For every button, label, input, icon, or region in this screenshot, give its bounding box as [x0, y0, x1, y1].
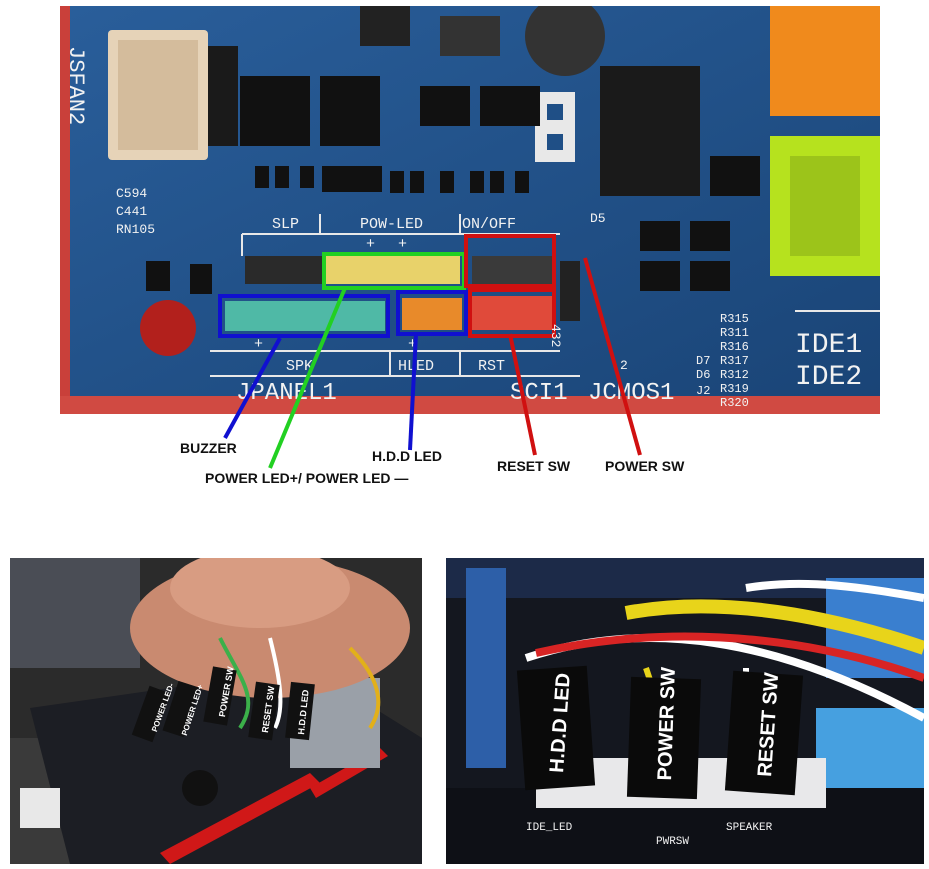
- ref-r317: R317: [720, 354, 749, 368]
- hand-connecting-art: [10, 558, 422, 864]
- buzzer-leader-line: [223, 337, 282, 439]
- power-sw-callout: POWER SW: [605, 458, 685, 474]
- ide2-label: IDE2: [795, 362, 863, 393]
- right-photo-silk-pwrsw: PWRSW: [656, 836, 690, 848]
- ref-r320: R320: [720, 396, 749, 410]
- ide1-label: IDE1: [795, 330, 863, 361]
- right-photo-label-power-sw: POWER SW: [654, 666, 680, 781]
- callout-leader-lines: [223, 257, 642, 469]
- ref-d6: D6: [696, 368, 711, 382]
- motherboard-art: [60, 6, 880, 414]
- d5-label: D5: [590, 211, 606, 226]
- rst-label: RST: [478, 358, 506, 375]
- header-pin-row-top: [245, 256, 552, 284]
- ref-r312: R312: [720, 368, 749, 382]
- buzzer-highlight-box: [218, 294, 390, 338]
- ref-r319: R319: [720, 382, 749, 396]
- spk-label: SPK: [286, 358, 314, 375]
- connector-closeup-art: [446, 558, 924, 864]
- slp-label: SLP: [272, 216, 300, 233]
- header-pin-row-bottom: [225, 261, 580, 331]
- ref-rn105: RN105: [116, 222, 156, 237]
- power-sw-highlight-box: [464, 234, 556, 288]
- buzzer-callout: BUZZER: [180, 440, 237, 456]
- ref-j2: J2: [696, 384, 711, 398]
- power-led-callout: POWER LED+/ POWER LED —: [205, 470, 409, 486]
- plus-mark-2: +: [398, 236, 408, 253]
- reset-sw-callout: RESET SW: [497, 458, 571, 474]
- ref-r315: R315: [720, 312, 749, 326]
- reset-sw-leader-line: [508, 333, 537, 456]
- power-led-leader-line: [268, 287, 347, 469]
- motherboard-photo: JSFAN2 C594 C441 RN105 SLP POW-LED ON/OF…: [60, 6, 880, 414]
- hdd-led-callout: H.D.D LED: [372, 448, 442, 464]
- ref-r316: R316: [720, 340, 749, 354]
- ref-d7: D7: [696, 354, 711, 368]
- bottom-plus-1: +: [254, 336, 264, 353]
- jcmos1-label: JCMOS1: [588, 380, 675, 407]
- bottom-plus-2: +: [408, 336, 418, 353]
- ref-c441: C441: [116, 204, 148, 219]
- ref-2: 2: [620, 358, 628, 373]
- hand-connecting-photo: POWER LED- POWER LED+ POWER SW RESET SW …: [10, 558, 422, 864]
- hdd-led-leader-line: [408, 333, 418, 451]
- plus-mark-1: +: [366, 236, 376, 253]
- ref-r311: R311: [720, 326, 749, 340]
- right-photo-silk-ide-led: IDE_LED: [526, 822, 573, 834]
- pow-led-label: POW-LED: [360, 216, 424, 233]
- on-off-label: ON/OFF: [462, 216, 517, 233]
- power-sw-leader-line: [583, 257, 642, 456]
- ref-c594: C594: [116, 186, 148, 201]
- right-photo-silk-speaker: SPEAKER: [726, 822, 773, 834]
- connector-closeup-photo: H.D.D LED POWER SW RESET SW IDE_LED PWRS…: [446, 558, 924, 864]
- hdd-led-highlight-box: [396, 290, 468, 336]
